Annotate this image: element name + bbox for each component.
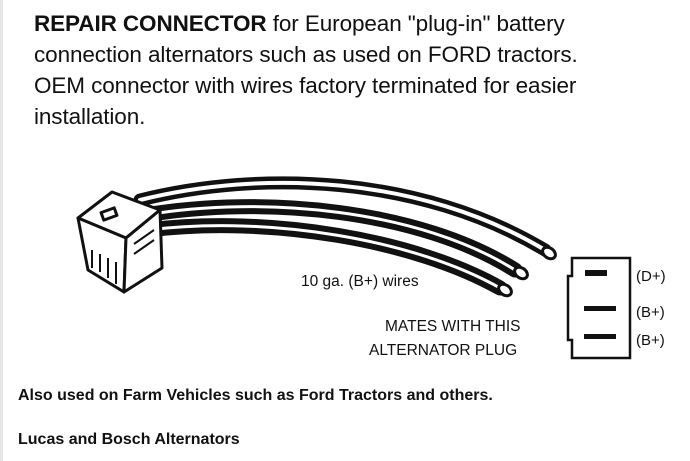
plug-pin-b-plus-2 [584,334,616,339]
mates-label-line-2: ALTERNATOR PLUG [369,342,517,359]
wire-terminals [497,245,557,298]
wire-top-highlight [138,180,547,252]
wire-tip-bottom [497,282,513,298]
left-border [0,0,3,461]
connector-housing [76,190,164,294]
usage-note: Also used on Farm Vehicles such as Ford … [18,387,493,404]
heading-line-4: installation. [34,104,146,129]
wire-tip-middle [513,265,529,281]
mates-label-line-1: MATES WITH THIS [385,318,520,335]
wire-bottom-highlight [146,224,502,290]
heading-line-3: OEM connector with wires factory termina… [34,73,577,98]
connector-ridges [91,250,117,284]
heading-line-1: REPAIR CONNECTOR for European "plug-in" … [34,8,684,39]
pin-label-d-plus: (D+) [636,268,666,285]
pin-label-b-plus-1: (B+) [636,304,665,321]
product-description: REPAIR CONNECTOR for European "plug-in" … [34,8,684,132]
alternator-plug [566,256,632,360]
product-title: REPAIR CONNECTOR [34,11,267,36]
wire-bundle [133,176,552,296]
connector-side-slots [133,229,155,255]
heading-line-1-rest: for European "plug-in" battery [266,11,565,36]
compatibility-note: Lucas and Bosch Alternators [18,431,240,448]
wire-label: 10 ga. (B+) wires [301,273,419,290]
plug-pin-d-plus [585,270,607,276]
heading-line-2: connection alternators such as used on F… [34,42,578,67]
plug-pin-b-plus-1 [584,306,616,311]
connector-latch-icon [99,206,119,222]
pin-label-b-plus-2: (B+) [636,332,665,349]
wire-tip-top [541,245,557,261]
wire-middle-highlight [143,205,517,272]
